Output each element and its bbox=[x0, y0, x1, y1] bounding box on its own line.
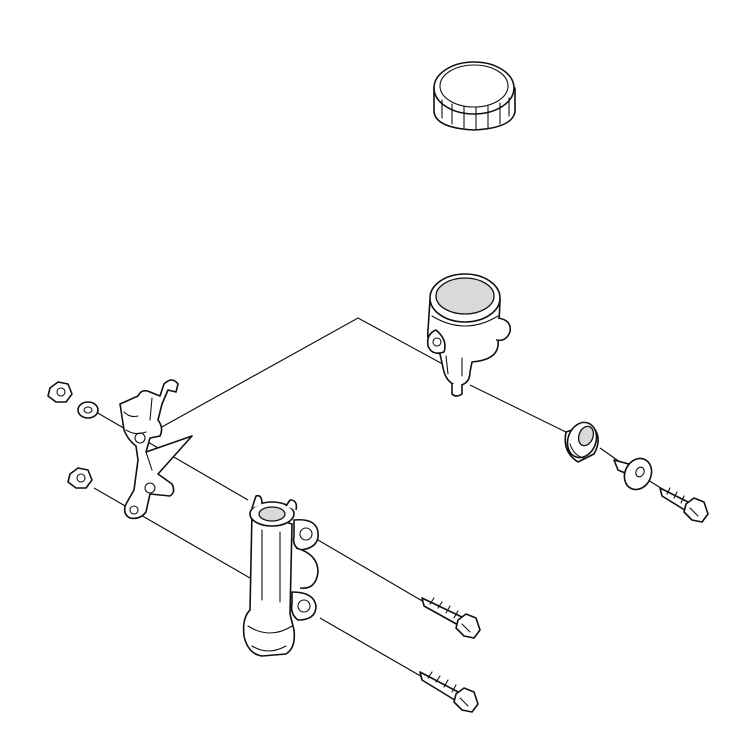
leader-lines bbox=[93, 317, 665, 679]
nut-upper bbox=[47, 381, 73, 403]
leader-bracket-to-reservoir bbox=[159, 317, 451, 429]
collar bbox=[613, 457, 653, 491]
leader-reservoir-to-grommet bbox=[469, 384, 573, 436]
leader-grommet-to-collar bbox=[599, 447, 621, 463]
bracket bbox=[119, 379, 193, 520]
reservoir-body bbox=[426, 273, 512, 397]
bolt-upper bbox=[421, 597, 481, 639]
master-cylinder bbox=[242, 494, 319, 657]
reservoir-bolt bbox=[659, 487, 709, 523]
leader-lower-nut-to-cylinder bbox=[93, 487, 251, 579]
reservoir-cap bbox=[433, 61, 516, 131]
nut-lower bbox=[67, 467, 93, 489]
leader-lower-bolt bbox=[319, 617, 425, 679]
bolt-lower bbox=[419, 671, 479, 713]
leader-upper-bolt bbox=[317, 539, 425, 603]
grommet bbox=[564, 421, 599, 463]
washer-upper bbox=[77, 401, 99, 419]
